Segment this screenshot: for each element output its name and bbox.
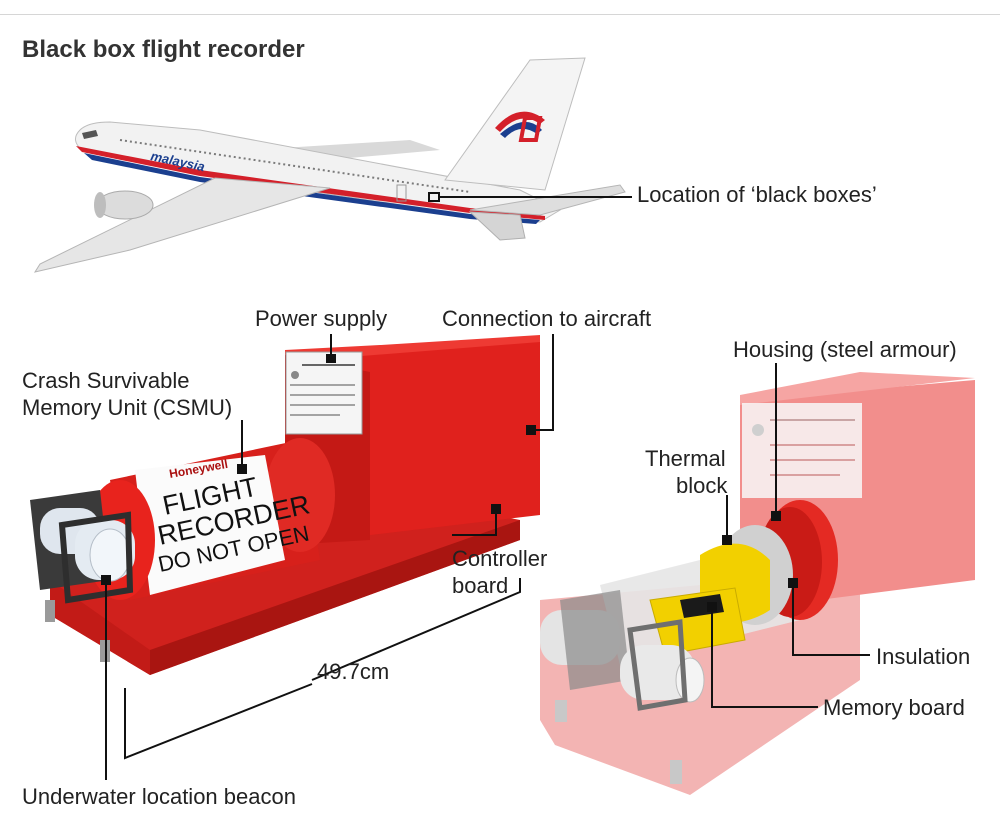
top-divider <box>0 14 1000 15</box>
label-controller-line2: board <box>452 573 509 598</box>
label-beacon: Underwater location beacon <box>22 784 296 809</box>
label-housing: Housing (steel armour) <box>733 337 957 362</box>
label-connection: Connection to aircraft <box>442 306 652 331</box>
label-insulation: Insulation <box>876 644 971 669</box>
flight-recorder-illustration <box>30 335 540 675</box>
label-csmu-line2: Memory Unit (CSMU) <box>22 395 233 420</box>
label-csmu-line1: Crash Survivable <box>22 368 190 393</box>
label-controller-line1: Controller <box>452 546 548 571</box>
aircraft-illustration <box>33 57 632 273</box>
label-location: Location of ‘black boxes’ <box>637 182 877 207</box>
label-thermal-line1: Thermal <box>645 446 726 471</box>
leader-lines <box>101 334 870 780</box>
label-length: 49.7cm <box>317 659 390 684</box>
recorder-cutaway-illustration <box>540 372 975 795</box>
label-memory-board: Memory board <box>823 695 965 720</box>
label-thermal-line2: block <box>676 473 728 498</box>
label-power-supply: Power supply <box>255 306 388 331</box>
page-title: Black box flight recorder <box>22 36 305 63</box>
